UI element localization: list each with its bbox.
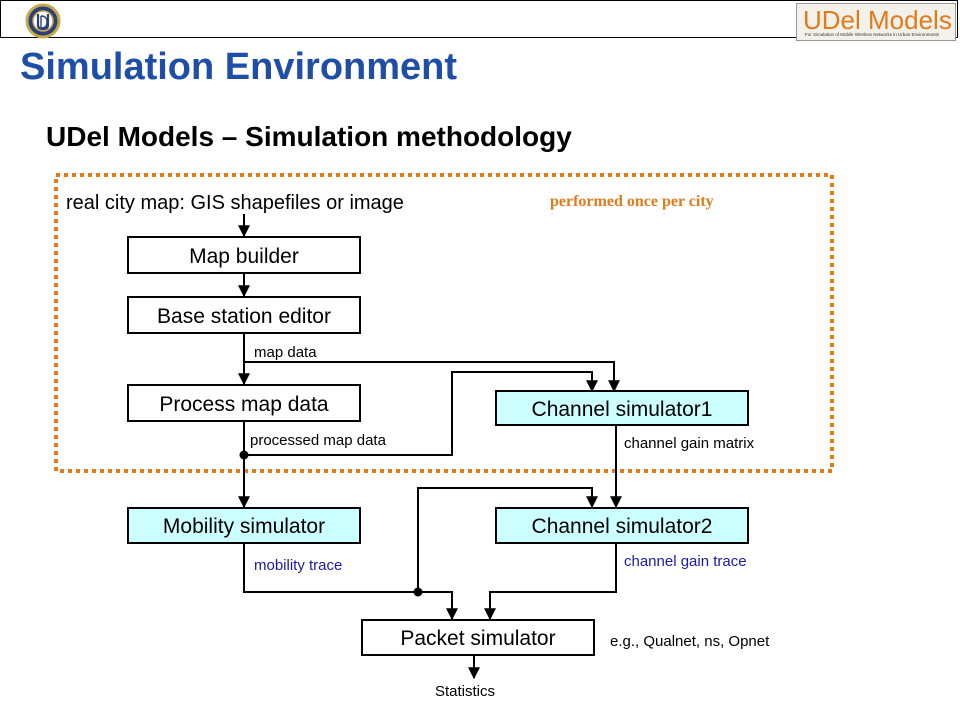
edge-channel2-to-packet	[484, 543, 617, 621]
label-processed-map-data: processed map data	[250, 432, 387, 449]
node-channel-simulator2: Channel simulator2	[495, 507, 749, 544]
label-channel-gain-matrix: channel gain matrix	[624, 435, 755, 452]
junction-processed	[239, 450, 249, 460]
edge-processed-to-channel1	[244, 371, 598, 456]
university-seal-icon	[23, 3, 63, 39]
edge-mobility-to-packet	[243, 543, 458, 621]
logo-tagline: For Simulation of Mobile Wireless Networ…	[805, 32, 940, 37]
label-mobility-trace: mobility trace	[254, 557, 342, 574]
label-statistics: Statistics	[435, 683, 495, 700]
label-channel-gain-trace: channel gain trace	[624, 553, 747, 570]
node-packet-simulator: Packet simulator	[361, 619, 595, 656]
node-process-map-data: Process map data	[127, 384, 361, 422]
edge-mapdata-to-channel1	[244, 361, 620, 393]
node-base-station-editor-label: Base station editor	[157, 305, 331, 328]
node-packet-simulator-label: Packet simulator	[400, 627, 555, 650]
node-base-station-editor: Base station editor	[127, 296, 361, 334]
node-mobility-simulator-label: Mobility simulator	[163, 515, 325, 538]
region-label: performed once per city	[550, 193, 714, 210]
once-per-city-region	[54, 173, 834, 473]
udel-models-logo: UDel Models For Simulation of Mobile Wir…	[796, 3, 956, 41]
page-title: Simulation Environment	[20, 46, 458, 88]
node-channel-simulator2-label: Channel simulator2	[532, 515, 713, 538]
node-process-map-data-label: Process map data	[159, 393, 329, 416]
label-map-data: map data	[254, 344, 317, 361]
node-mobility-simulator: Mobility simulator	[127, 507, 361, 544]
node-map-builder-label: Map builder	[189, 245, 299, 268]
node-channel-simulator1-label: Channel simulator1	[532, 398, 713, 421]
logo-brand-text: UDel Models	[803, 5, 952, 35]
page-subtitle: UDel Models – Simulation methodology	[46, 121, 572, 152]
input-label: real city map: GIS shapefiles or image	[66, 192, 404, 214]
edge-packet-to-channel2	[417, 487, 598, 592]
node-channel-simulator1: Channel simulator1	[495, 390, 749, 426]
header-bar: UDel Models For Simulation of Mobile Wir…	[0, 0, 958, 41]
label-packet-sim-examples: e.g., Qualnet, ns, Opnet	[610, 633, 770, 650]
junction-packet	[413, 587, 423, 597]
node-map-builder: Map builder	[127, 236, 361, 274]
